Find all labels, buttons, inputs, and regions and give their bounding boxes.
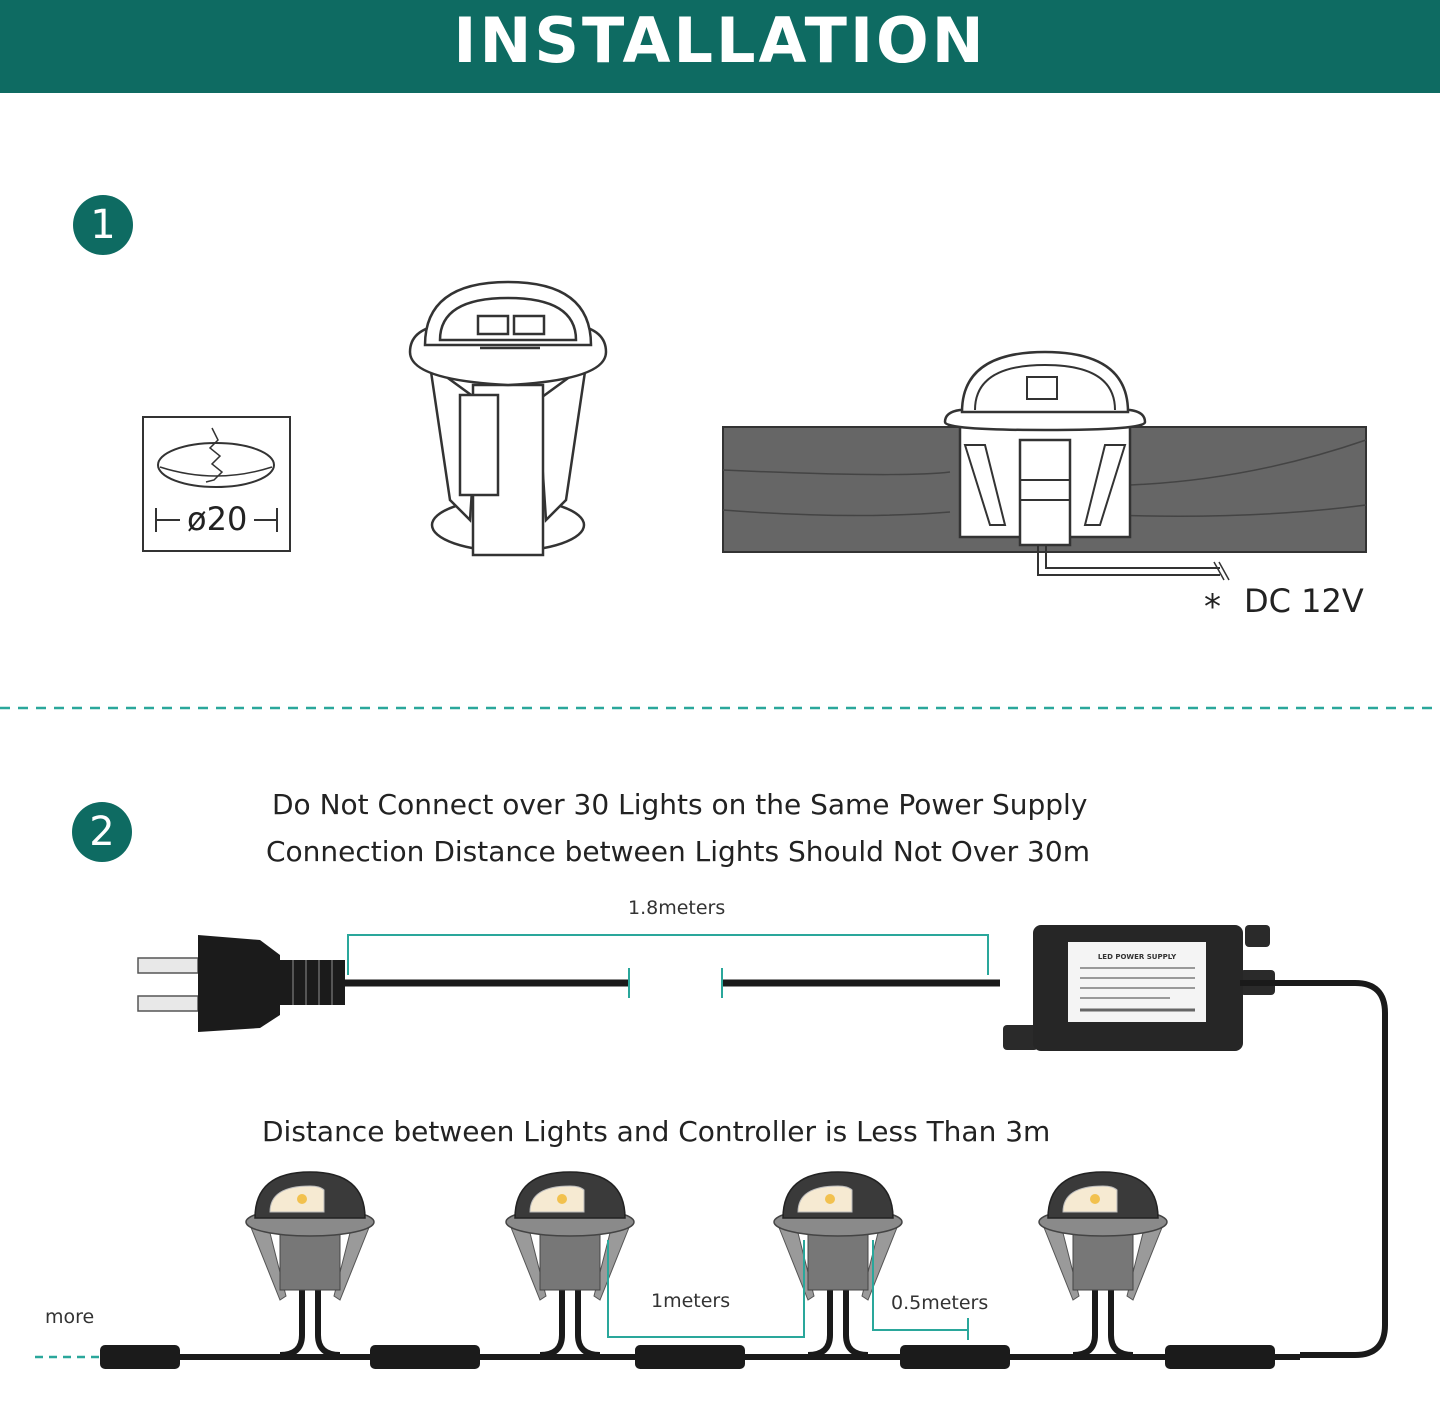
voltage-asterisk: * bbox=[1204, 587, 1221, 627]
light-fixture-illustration bbox=[408, 280, 608, 557]
power-supply-label: LED POWER SUPPLY bbox=[1098, 953, 1177, 961]
output-cable bbox=[1240, 980, 1388, 1358]
controller-distance-note: Distance between Lights and Controller i… bbox=[262, 1115, 1051, 1148]
voltage-label: DC 12V bbox=[1244, 582, 1364, 620]
page-title: INSTALLATION bbox=[453, 3, 987, 77]
led-light-2 bbox=[505, 1171, 635, 1358]
spacing-05m-label: 0.5meters bbox=[891, 1292, 989, 1314]
led-light-1 bbox=[245, 1171, 375, 1358]
spacing-1m-label: 1meters bbox=[651, 1290, 731, 1312]
installed-fixture-illustration bbox=[722, 350, 1367, 581]
cord-length-bracket bbox=[347, 934, 989, 975]
instruction-line-2: Connection Distance between Lights Shoul… bbox=[266, 835, 1090, 868]
instruction-line-1: Do Not Connect over 30 Lights on the Sam… bbox=[272, 788, 1088, 821]
more-label: more bbox=[45, 1306, 95, 1328]
spacing-bracket-1m bbox=[607, 1240, 805, 1338]
drill-hole-illustration bbox=[142, 416, 291, 552]
hole-diameter-label: ø20 bbox=[187, 500, 248, 538]
header-bar: INSTALLATION bbox=[0, 0, 1440, 93]
power-supply-unit: LED POWER SUPPLY bbox=[1003, 925, 1275, 1051]
cable-connectors bbox=[100, 1345, 1275, 1369]
led-light-4 bbox=[1038, 1171, 1168, 1358]
power-plug bbox=[137, 935, 345, 1032]
step-2-badge: 2 bbox=[72, 802, 132, 862]
led-lights bbox=[245, 1171, 1168, 1358]
step-1-number: 1 bbox=[90, 202, 116, 248]
step-2-number: 2 bbox=[89, 809, 115, 855]
step-1-badge: 1 bbox=[73, 195, 133, 255]
spacing-bracket-05m bbox=[872, 1240, 969, 1340]
led-light-3 bbox=[773, 1171, 903, 1358]
cord-length-label: 1.8meters bbox=[628, 897, 726, 919]
